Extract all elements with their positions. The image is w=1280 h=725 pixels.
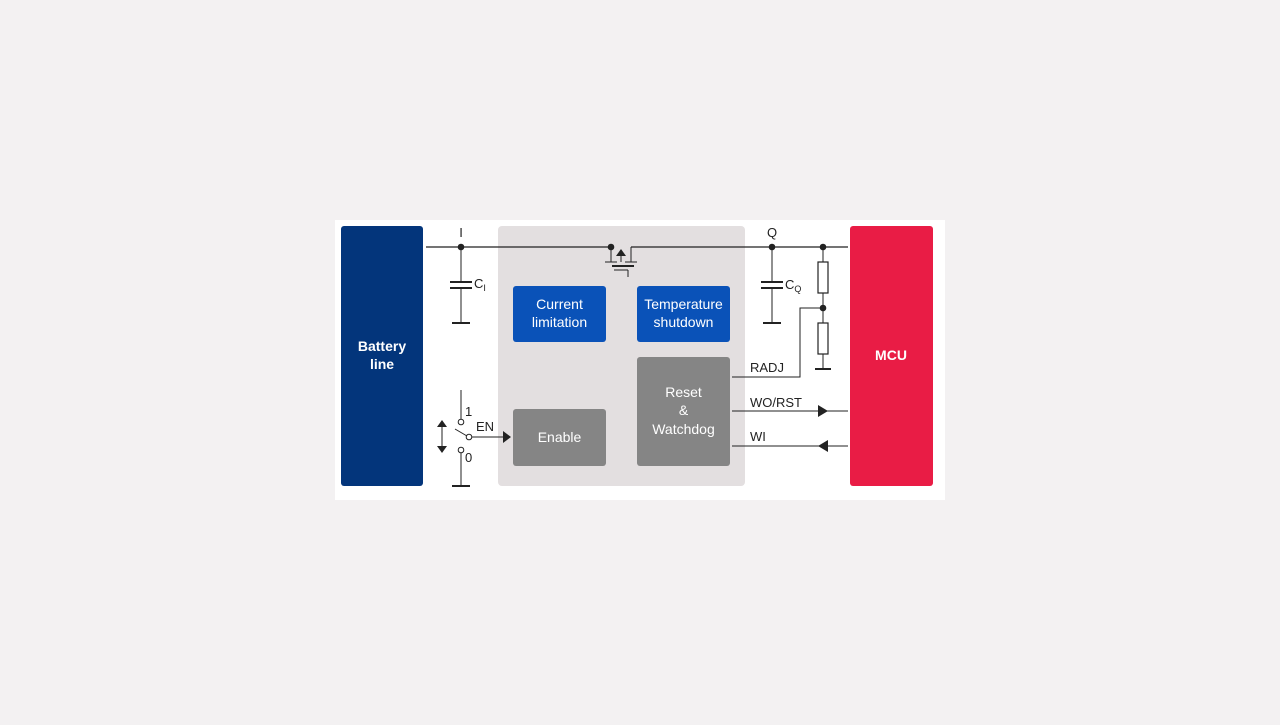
current-limitation-line2: limitation (532, 314, 587, 330)
mosfet-symbol-icon (605, 247, 637, 277)
output-cap-sub: Q (794, 284, 801, 294)
input-capacitor (450, 247, 472, 323)
switch-pos-1-label: 1 (465, 404, 472, 419)
resistor-icon (817, 322, 829, 355)
reset-watchdog-line2: & (679, 402, 689, 418)
updown-arrow-icon (437, 420, 447, 453)
radj-label: RADJ (750, 360, 784, 375)
reset-watchdog-line3: Watchdog (652, 421, 715, 437)
resistor-icon (817, 261, 829, 294)
reset-watchdog-block: Reset & Watchdog (637, 357, 730, 466)
switch-pos-0-label: 0 (465, 450, 472, 465)
output-cap-main: C (785, 277, 794, 292)
mcu-label: MCU (875, 347, 907, 363)
temperature-shutdown-block: Temperature shutdown (637, 286, 730, 342)
pin-i-label: I (459, 225, 463, 240)
output-cap-label: CQ (785, 277, 801, 294)
current-limitation-block: Current limitation (513, 286, 606, 342)
enable-block: Enable (513, 409, 606, 466)
wi-label: WI (750, 429, 766, 444)
wo-rst-label: WO/RST (750, 395, 802, 410)
input-cap-main: C (474, 276, 483, 291)
input-cap-label: CI (474, 276, 486, 293)
reset-watchdog-line1: Reset (665, 384, 702, 400)
battery-label-line1: Battery (358, 338, 406, 354)
battery-label-line2: line (370, 356, 394, 372)
en-label: EN (476, 419, 494, 434)
mosfet-node-dot (607, 243, 615, 251)
battery-line-block: Battery line (341, 226, 423, 486)
temperature-shutdown-line2: shutdown (654, 314, 714, 330)
radj-wire (732, 307, 823, 378)
enable-switch (454, 390, 511, 486)
enable-label: Enable (538, 429, 582, 445)
current-limitation-line1: Current (536, 296, 583, 312)
wo-rst-arrow-icon (818, 405, 828, 417)
pin-q-label: Q (767, 225, 777, 240)
output-capacitor (761, 247, 783, 323)
temperature-shutdown-line1: Temperature (644, 296, 723, 312)
wi-arrow-icon (818, 440, 828, 452)
enable-arrow-icon (503, 431, 511, 443)
input-cap-sub: I (483, 283, 486, 293)
mcu-block: MCU (850, 226, 933, 486)
